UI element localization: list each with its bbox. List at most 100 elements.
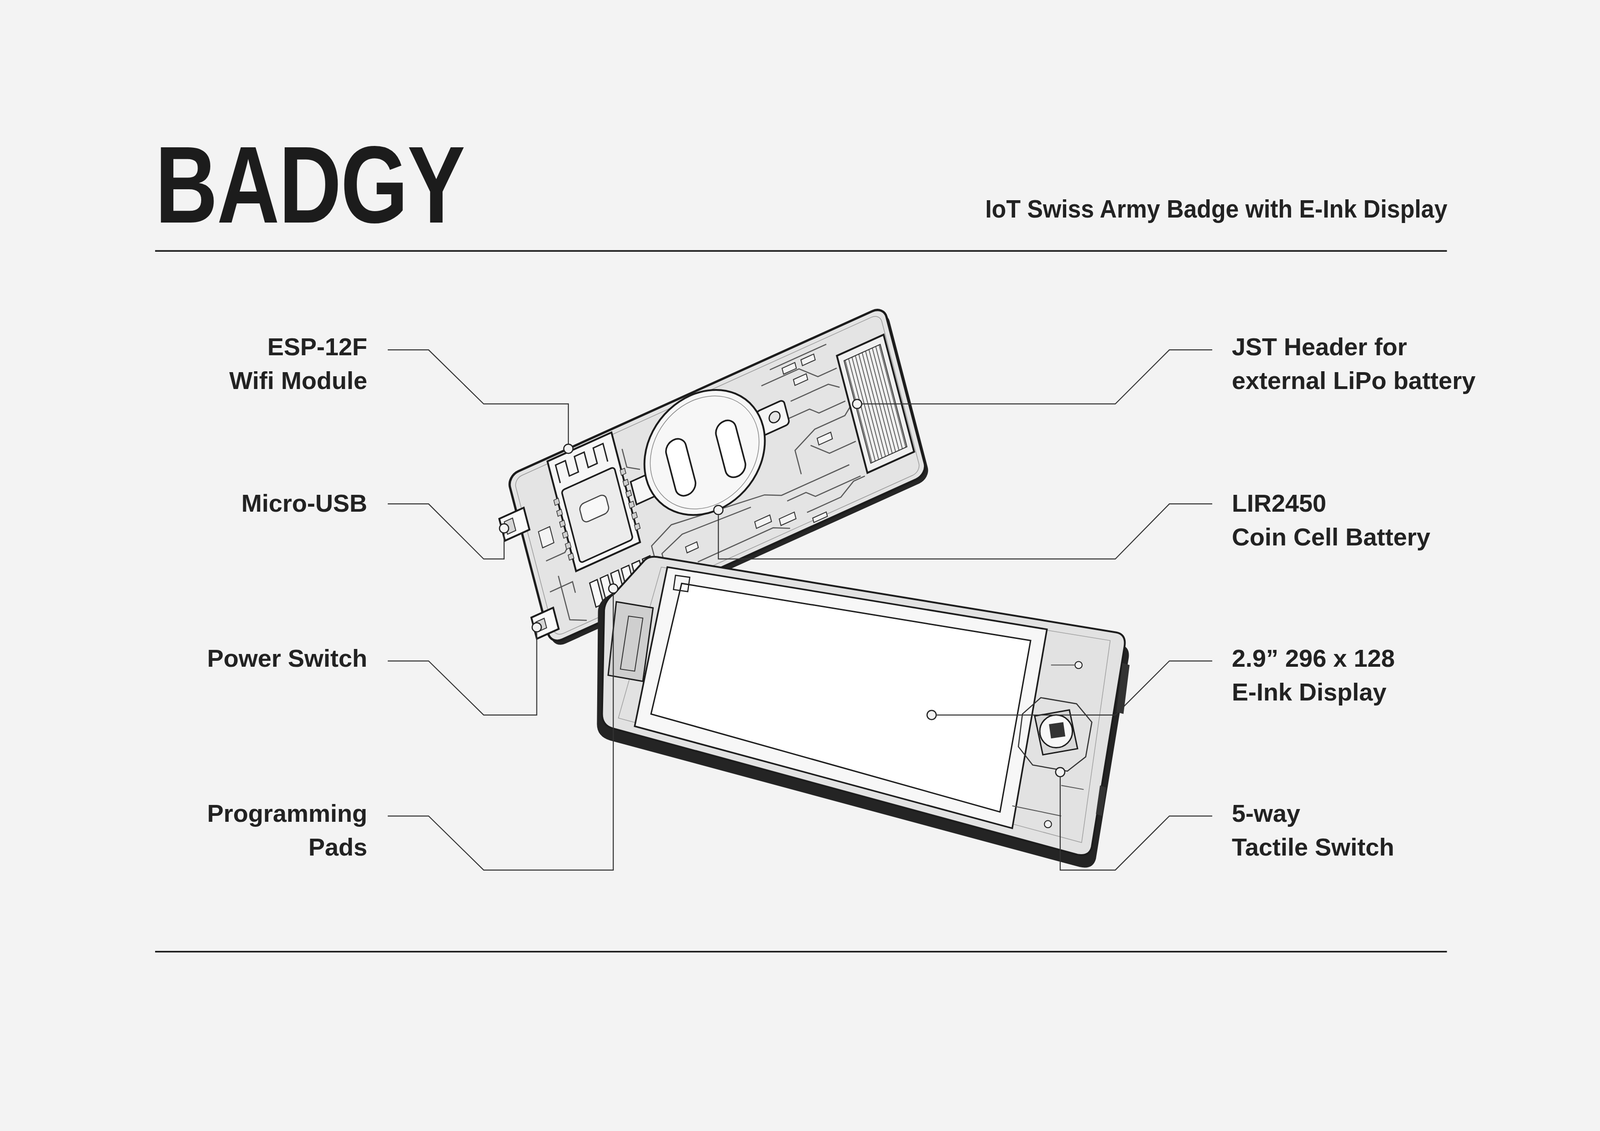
callout-line: ESP-12F [267,333,368,361]
callout-line: 5-way [1231,799,1301,828]
pcb-traces [786,393,846,427]
smd-components [685,542,699,553]
pcb-traces [810,427,856,461]
callout-line: E-Ink Display [1231,675,1395,709]
smd-components [781,362,797,375]
esp-module [553,468,641,561]
joystick-footprint [1018,698,1092,772]
leader-lines [387,632,537,716]
smd-components [754,515,772,529]
coin-cell-holder [663,435,698,500]
smd-components [800,354,815,366]
leader-dot [563,444,574,454]
leader-lines [862,349,1213,405]
smd-components [812,512,828,523]
pcb-traces [545,547,569,562]
label-anchor: LIR2450 Coin Cell Battery [1231,486,1431,554]
power-switch [531,607,559,639]
callout-label: Power Switch [207,641,368,676]
smd-components [817,432,833,446]
pcb-traces [786,469,861,509]
leader-lines [1060,777,1213,871]
front-board [673,575,690,592]
leader-lines [936,661,1213,716]
callout-label: ESP-12F Wifi Module [229,329,368,398]
esp-module [625,490,632,498]
esp-module [634,523,641,531]
pcb-traces [769,344,827,371]
leader-dot [499,399,1065,778]
callout-label: LIR2450 Coin Cell Battery [1231,486,1431,554]
coin-cell-holder [767,409,782,425]
coin-cell-holder [638,377,772,528]
label-anchor: 5-way Tactile Switch [1231,796,1395,865]
esp-module [565,542,572,550]
smd-components [779,512,797,526]
esp-module [631,512,638,520]
label-anchor: Micro-USB [241,486,368,521]
callout-label: Micro-USB [241,486,368,521]
callout-label: 5-way Tactile Switch [1231,796,1395,865]
esp-module [553,498,560,506]
front-board [1048,722,1066,740]
front-board [1095,785,1106,817]
smd-components [538,526,554,549]
leader-dot [927,710,937,720]
leader-lines [387,349,569,445]
subtitle: IoT Swiss Army Badge with E-Ink Display [985,192,1448,225]
coin-cell-holder [713,416,748,481]
esp-module [561,467,633,564]
esp-module [556,509,563,517]
power-switch [531,607,559,639]
display-glass [634,567,1048,829]
pcb-traces [549,582,576,604]
pcb-traces [761,353,837,401]
footer-rule [155,951,1448,954]
front-board [620,616,643,672]
callout-line: Programming [207,799,368,828]
pcb-traces [804,476,868,513]
front-board [618,567,1111,844]
leader-dot [852,399,862,409]
leader-dot [499,523,509,533]
callout-line: Pads [207,830,368,865]
esp-module [578,493,610,524]
label-anchor: 2.9” 296 x 128 E-Ink Display [1231,641,1395,709]
coin-cell-holder [631,369,778,536]
callout-label: 2.9” 296 x 128 E-Ink Display [1231,641,1395,709]
front-board [1012,665,1085,817]
leader-lines [387,504,505,560]
label-anchor: ESP-12F Wifi Module [229,329,368,398]
front-board [1074,661,1083,669]
label-anchor: Programming Pads [207,796,368,865]
leader-lines [387,349,1213,871]
esp-module [543,431,644,574]
badge-title: BADGY [155,130,465,240]
pcb-traces [558,569,587,628]
header-rule [155,250,1448,252]
label-anchor: Power Switch [207,641,368,676]
pcb-traces [698,521,791,570]
front-board [1044,820,1052,829]
display-active-area [651,583,1031,813]
callout-label: JST Header for external LiPo battery [1231,329,1476,398]
callout-line: Tactile Switch [1231,830,1395,865]
callout-line: Wifi Module [229,363,368,398]
label-anchor: JST Header for external LiPo battery [1231,329,1476,398]
callout-line: JST Header for [1231,333,1408,361]
front-board-edge [596,567,1129,869]
side-button [1116,663,1130,715]
esp-module [628,501,635,509]
callout-line: LIR2450 [1231,489,1327,517]
label-anchor: IoT Swiss Army Badge with E-Ink Display [947,192,1448,225]
front-board-face [602,557,1126,856]
joystick-base [1034,710,1078,756]
esp-module [622,479,629,487]
leader-lines [718,504,1213,560]
callout-line: 2.9” 296 x 128 [1231,644,1395,673]
leader-dot [531,622,542,632]
label-anchor: BADGY [155,130,547,240]
esp-module [562,531,569,539]
drawing [155,250,1448,953]
callout-label: Programming Pads [207,796,368,865]
